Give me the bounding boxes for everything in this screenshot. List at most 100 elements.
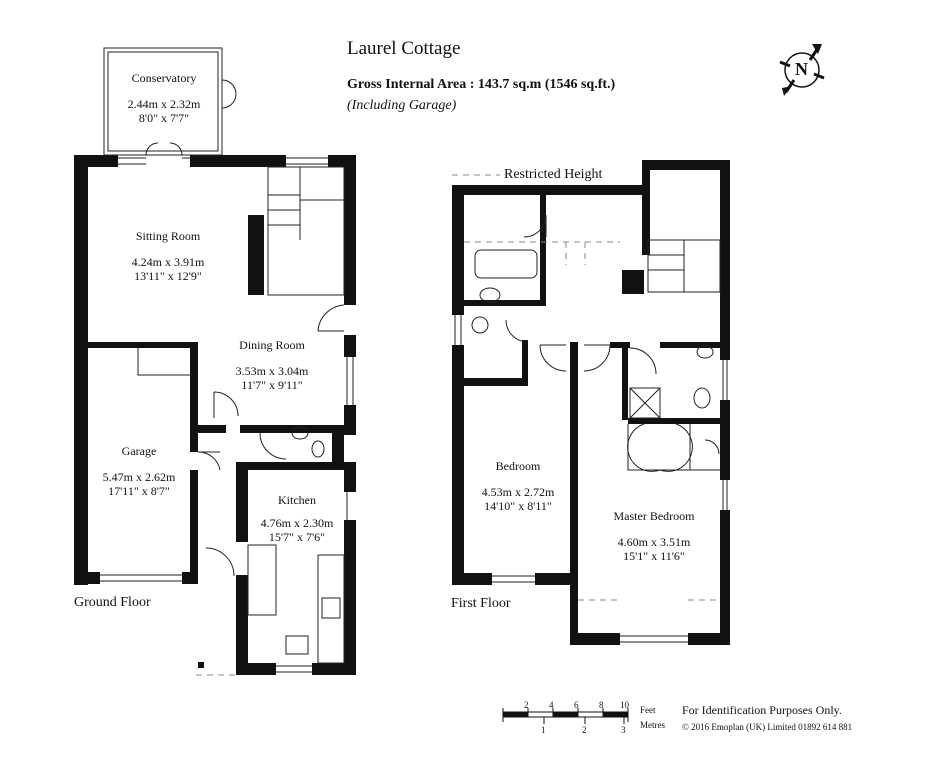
front-door	[205, 547, 235, 577]
restricted-height-label: Restricted Height	[504, 167, 603, 182]
compass-icon	[779, 44, 825, 96]
scale-bar	[502, 708, 629, 724]
ground-stair-treads	[268, 167, 344, 240]
ff-stair-wall	[642, 160, 650, 255]
kitchen-bottom-wall-right	[312, 663, 356, 675]
ff-right-wall-mid	[720, 400, 730, 480]
ground-left-wall	[74, 155, 88, 585]
cupboard-door	[505, 319, 529, 343]
ff-right-wall-lower	[720, 510, 730, 645]
bedroom-bottom-left	[452, 573, 492, 585]
ensuite-left-wall	[622, 348, 628, 420]
ground-floor-label: Ground Floor	[74, 595, 151, 610]
ff-toilet	[479, 287, 501, 303]
bath	[474, 249, 538, 279]
scale-metre-tick-1: 1	[541, 725, 546, 735]
wardrobe-right	[689, 424, 720, 471]
garage-right-wall-upper	[190, 342, 198, 452]
hall-door	[213, 391, 239, 418]
ground-right-wall-mid	[344, 335, 356, 357]
ensuite-top-wall-left	[610, 342, 630, 348]
scale-metres-label: Metres	[640, 720, 665, 730]
compass-letter: N	[795, 59, 808, 79]
bathroom-door	[523, 214, 547, 238]
conservatory-inner	[107, 51, 219, 152]
wc-right-wall	[332, 433, 344, 467]
bedroom-right-wall	[570, 342, 578, 586]
garage-top-wall	[88, 342, 196, 348]
ff-chimney	[622, 270, 644, 294]
ff-top-wall	[452, 185, 646, 195]
scale-feet-tick-8: 8	[599, 700, 604, 710]
kitchen-top-wall	[236, 462, 356, 470]
garage-bottom-left	[74, 572, 100, 584]
master-window	[620, 635, 688, 643]
first-floor-label: First Floor	[451, 596, 511, 611]
plan-title: Laurel Cottage	[347, 38, 461, 59]
ff-left-wall-upper	[452, 185, 464, 315]
kitchen-window	[276, 665, 312, 673]
kitchen-left-wall-lower	[236, 575, 248, 675]
garage-bottom-right	[182, 572, 198, 584]
master-bottom-left	[570, 633, 620, 645]
room-label-kitchen: Kitchen 4.76m x 2.30m 15'7" x 7'6"	[260, 493, 334, 544]
room-label-sitting-room: Sitting Room 4.24m x 3.91m 13'11" x 12'9…	[131, 229, 205, 283]
copyright-notice: © 2016 Emoplan (UK) Limited 01892 614 88…	[682, 722, 853, 732]
room-label-bedroom: Bedroom 4.53m x 2.72m 14'10" x 8'11"	[481, 459, 555, 513]
hall-wall	[198, 425, 226, 433]
shower-cross	[629, 387, 661, 419]
bedroom-door	[539, 344, 567, 372]
master-bottom-right	[688, 633, 730, 645]
garage-right-wall-lower	[190, 470, 198, 582]
wc-basin	[291, 426, 309, 440]
front-light	[198, 662, 204, 668]
bathroom-right-wall	[540, 195, 546, 305]
ensuite-top-wall-right	[660, 342, 730, 348]
kitchen-counter-right	[317, 554, 345, 664]
master-door	[583, 344, 611, 372]
wc-toilet	[311, 440, 325, 458]
ff-basin	[471, 316, 489, 334]
scale-feet-tick-10: 10	[620, 700, 629, 710]
scale-feet-tick-6: 6	[574, 700, 579, 710]
dining-external-door	[317, 304, 345, 332]
room-label-conservatory: Conservatory 2.44m x 2.32m 8'0" x 7'7"	[127, 71, 201, 125]
ff-left-wall-lower	[452, 345, 464, 585]
master-left-wall	[570, 585, 578, 645]
ground-right-wall-upper	[344, 155, 356, 305]
room-label-master-bedroom: Master Bedroom 4.60m x 3.51m 15'1" x 11'…	[613, 509, 695, 563]
bathroom-bottom-wall	[464, 300, 546, 306]
ensuite-bottom-wall	[628, 418, 720, 424]
bedroom-window	[492, 575, 535, 583]
scale-feet-tick-4: 4	[549, 700, 554, 710]
kitchen-right-wall-upper	[344, 462, 356, 492]
sitting-windows	[118, 157, 328, 165]
room-label-dining-room: Dining Room 3.53m x 3.04m 11'7" x 9'11"	[235, 338, 309, 392]
wardrobe-doors	[627, 423, 693, 472]
sitting-top-wall-mid	[190, 155, 286, 167]
bathroom-window	[454, 315, 462, 345]
wardrobe-outline	[627, 424, 691, 471]
conservatory-french-doors	[145, 142, 183, 156]
dining-window	[346, 357, 354, 405]
bedroom-bottom-right	[535, 573, 578, 585]
ensuite-toilet	[693, 387, 711, 409]
room-label-garage: Garage 5.47m x 2.62m 17'11" x 8'7"	[102, 444, 176, 498]
kitchen-counter-left	[247, 544, 277, 616]
ensuite-window	[722, 360, 728, 400]
chimney-breast	[248, 215, 264, 295]
ground-stairs-outline	[267, 166, 345, 296]
garage-door	[100, 574, 182, 582]
ff-right-wall-upper	[720, 160, 730, 360]
restricted-height-line-stub	[565, 242, 586, 265]
kitchen-right-wall-lower	[344, 520, 356, 675]
kitchen-left-wall-upper	[236, 462, 248, 542]
kitchen-bottom-wall-left	[236, 663, 276, 675]
ensuite-basin	[696, 345, 714, 359]
scale-metre-tick-2: 2	[582, 725, 587, 735]
including-garage-note: (Including Garage)	[347, 98, 457, 113]
ff-top-right-wall	[642, 160, 730, 170]
scale-feet-tick-2: 2	[524, 700, 529, 710]
ff-stair-treads	[648, 240, 685, 292]
scale-metre-tick-3: 3	[621, 725, 626, 735]
